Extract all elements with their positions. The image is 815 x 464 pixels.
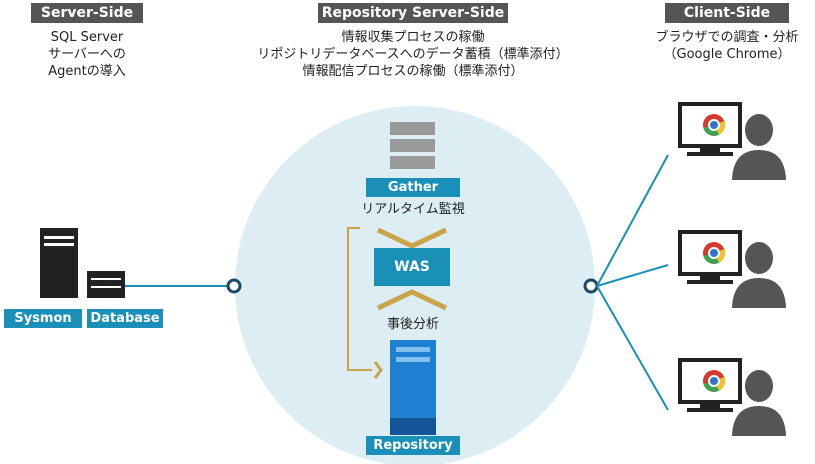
client-description: ブラウザでの調査・分析 （Google Chrome） bbox=[640, 29, 814, 63]
client-pc-icon-2 bbox=[678, 230, 786, 308]
server-desc-line-2: サーバーへの bbox=[48, 47, 126, 62]
client-pc-icon-1 bbox=[678, 102, 786, 180]
chevron-right-icon bbox=[373, 361, 383, 379]
gather-server-icon bbox=[390, 122, 435, 169]
repository-desc-line-2: リポジトリデータベースへのデータ蓄積（標準添付） bbox=[257, 47, 569, 62]
realtime-monitoring-label: リアルタイム監視 bbox=[361, 202, 465, 217]
database-server-icon bbox=[87, 271, 125, 298]
sysmon-label: Sysmon bbox=[4, 309, 82, 328]
chevron-up-icon bbox=[376, 289, 448, 311]
post-analysis-label: 事後分析 bbox=[386, 317, 439, 332]
client-connector-lines bbox=[596, 154, 669, 411]
was-box: WAS bbox=[374, 248, 450, 286]
header-client-side: Client-Side bbox=[665, 3, 789, 23]
client-desc-line-1: ブラウザでの調査・分析 bbox=[655, 30, 799, 45]
bracket-connector bbox=[347, 227, 372, 371]
server-connector-node bbox=[226, 278, 242, 294]
client-desc-line-2: （Google Chrome） bbox=[663, 47, 791, 62]
header-repository-side: Repository Server-Side bbox=[318, 3, 508, 23]
client-pc-icon-3 bbox=[678, 358, 786, 436]
repository-label: Repository bbox=[366, 436, 460, 455]
server-description: SQL Server サーバーへの Agentの導入 bbox=[20, 29, 154, 80]
repository-description: 情報収集プロセスの稼働 リポジトリデータベースへのデータ蓄積（標準添付） 情報配… bbox=[213, 29, 613, 80]
chevron-down-icon bbox=[376, 227, 448, 249]
client-connector-node bbox=[583, 278, 599, 294]
gather-label: Gather bbox=[366, 178, 460, 197]
database-label: Database bbox=[87, 309, 163, 328]
repository-desc-line-1: 情報収集プロセスの稼働 bbox=[341, 30, 485, 45]
repository-server-icon bbox=[390, 340, 436, 435]
header-server-side: Server-Side bbox=[31, 3, 143, 23]
server-desc-line-1: SQL Server bbox=[50, 30, 124, 45]
server-desc-line-3: Agentの導入 bbox=[48, 64, 126, 79]
repository-desc-line-3: 情報配信プロセスの稼働（標準添付） bbox=[302, 64, 524, 79]
sysmon-server-icon bbox=[40, 228, 78, 298]
